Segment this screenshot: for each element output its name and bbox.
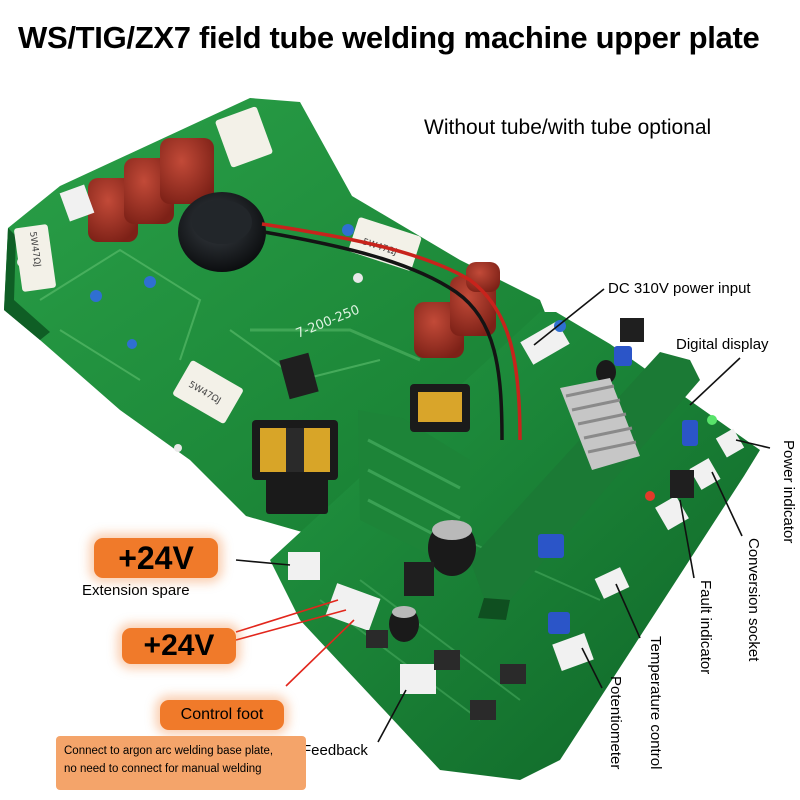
cement-resistor-low: 5W47ΩJ	[173, 360, 243, 424]
red-pointers	[235, 599, 355, 687]
ics-and-transistors	[279, 318, 694, 720]
electrolytic-capacitors	[389, 360, 616, 642]
subtitle: Without tube/with tube optional	[424, 116, 712, 139]
cement-resistor-left: 5W47ΩJ	[14, 224, 56, 292]
label-fault-indicator: Fault indicator	[697, 580, 714, 675]
label-feedback: Feedback	[302, 742, 368, 759]
transformer	[252, 420, 338, 514]
label-extension-spare: Extension spare	[82, 582, 190, 599]
badge-24v-bottom: +24V	[122, 628, 236, 664]
power-input-wires	[261, 222, 522, 441]
page-title: WS/TIG/ZX7 field tube welding machine up…	[18, 20, 760, 55]
ceramic-capacitors	[90, 224, 566, 349]
label-digital-display: Digital display	[676, 336, 769, 353]
label-temperature-control: Temperature control	[647, 636, 664, 770]
connection-note: Connect to argon arc welding base plate,…	[56, 736, 306, 790]
label-dc-input: DC 310V power input	[608, 280, 751, 297]
daughter-board-display	[470, 352, 700, 620]
label-conversion-socket: Conversion socket	[745, 538, 762, 662]
cement-resistor-top	[215, 106, 273, 168]
label-power-indicator: Power indicator	[780, 440, 797, 544]
badge-control-foot: Control foot	[160, 700, 284, 730]
heatsink	[560, 378, 640, 470]
toroid-inductor	[178, 192, 266, 272]
small-inductor	[410, 384, 470, 432]
indicator-leds	[645, 415, 717, 501]
badge-24v-top: +24V	[94, 538, 218, 578]
note-line-1: Connect to argon arc welding base plate,	[64, 745, 274, 757]
label-potentiometer: Potentiometer	[607, 676, 624, 770]
note-line-2: no need to connect for manual welding	[64, 763, 262, 775]
callout-pointers	[235, 288, 771, 743]
trimmer-potentiometers	[538, 346, 698, 634]
resistor-marking: 5W47ΩJ	[27, 231, 42, 268]
